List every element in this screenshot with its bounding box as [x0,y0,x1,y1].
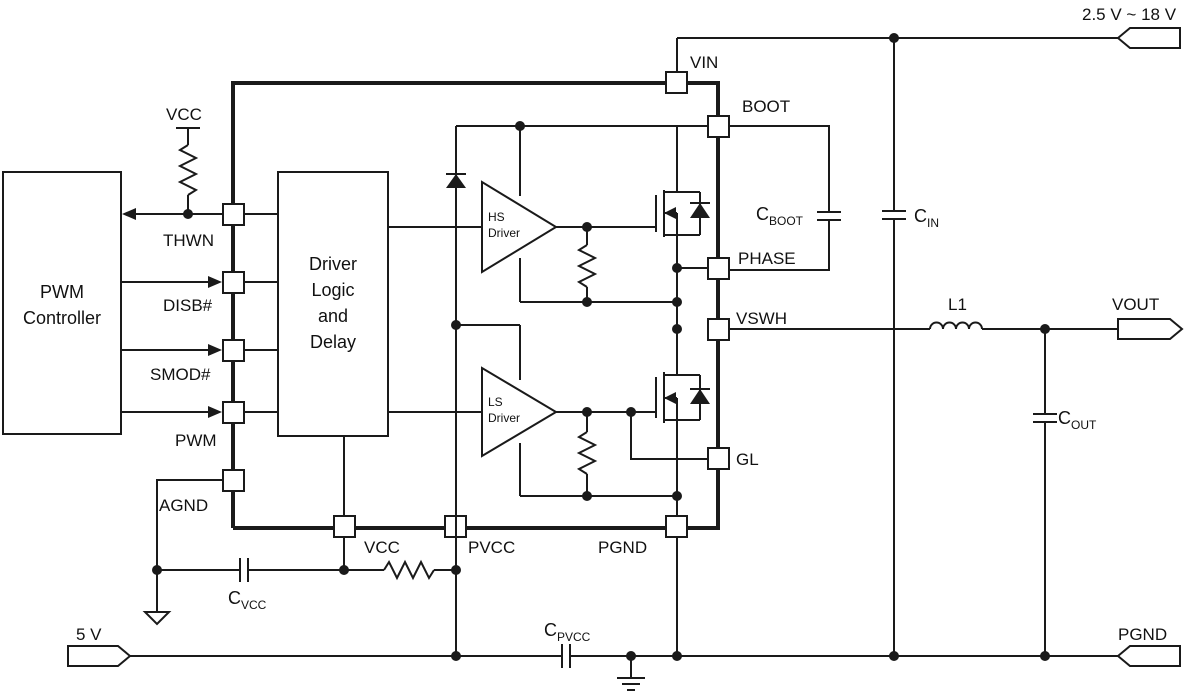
pin-gl [707,447,730,470]
pin-pvcc-label: PVCC [468,538,515,557]
ls-driver-triangle [481,366,558,458]
pwm-controller-label-1: PWM [40,282,84,302]
pin-agnd [222,469,245,492]
pin-pgnd [665,515,688,538]
agnd-ground-symbol [142,611,172,626]
cin-capacitor: CIN [882,33,939,661]
pgnd-port [1116,645,1181,667]
l1-label: L1 [948,295,967,314]
output-network: L1 VOUT COUT [729,295,1184,661]
thwn-pullup-resistor: VCC [166,105,202,219]
vcc-pvcc-network: VCC PVCC [333,436,515,581]
pin-boot [707,115,730,138]
pwm-controller-block: PWM Controller [2,171,122,435]
ls-driver-label-2: Driver [488,411,520,425]
pin-disb-label: DISB# [163,296,213,315]
boot-diode-icon [446,174,466,188]
left-pins: THWN DISB# SMOD# PWM AGND [150,203,245,515]
pin-vswh [707,318,730,341]
pin-disb [222,271,245,294]
supply-range-label: 2.5 V ~ 18 V [1082,5,1177,24]
hs-mosfet [655,126,710,329]
vout-label: VOUT [1112,295,1159,314]
five-volt-label: 5 V [76,625,102,644]
pin-pwm [222,401,245,424]
pin-vswh-label: VSWH [736,309,787,328]
pin-pwm-label: PWM [175,431,217,450]
pin-smod [222,339,245,362]
pin-thwn-label: THWN [163,231,214,250]
right-pins: VIN BOOT PHASE VSWH GL PGND [598,53,796,557]
cin-label: CIN [914,206,939,230]
ls-body-diode-icon [690,389,710,404]
cout-label: COUT [1058,408,1097,432]
cboot-capacitor: CBOOT [729,125,841,271]
pvcc-rail-and-boot-diode [446,121,708,661]
pin-gl-label: GL [736,450,759,469]
hs-driver-label-1: HS [488,210,505,224]
vin-supply-rail: 2.5 V ~ 18 V [676,5,1181,75]
ls-mosfet [655,324,710,661]
pin-agnd-label: AGND [159,496,208,515]
pgnd-port-label: PGND [1118,625,1167,644]
pin-vin [665,71,688,94]
pin-vin-label: VIN [690,53,718,72]
cvcc-label: CVCC [228,588,267,612]
five-volt-port [67,645,132,667]
inductor-l1-icon [929,321,983,330]
supply-input-port [1116,27,1181,49]
driver-logic-label-1: Driver [309,254,357,274]
pullup-vcc-label: VCC [166,105,202,124]
hs-driver-label-2: Driver [488,226,520,240]
hs-body-diode-icon [690,203,710,218]
vout-port [1117,318,1184,340]
driver-logic-label-4: Delay [310,332,356,352]
ls-driver: LS Driver [388,325,708,501]
driver-logic-label-3: and [318,306,348,326]
hs-driver: HS Driver [388,126,677,307]
driver-logic-block: Driver Logic and Delay [277,171,389,437]
pin-smod-label: SMOD# [150,365,211,384]
hs-driver-triangle [481,180,558,274]
cboot-label: CBOOT [756,204,804,228]
pin-phase [707,257,730,280]
pin-phase-label: PHASE [738,249,796,268]
ls-driver-label-1: LS [488,395,503,409]
pin-thwn [222,203,245,226]
bottom-rail: 5 V CPVCC PGND [67,620,1181,691]
driver-logic-label-2: Logic [311,280,354,300]
pwm-controller-label-2: Controller [23,308,101,328]
pin-vcc-label: VCC [364,538,400,557]
pin-vcc [333,515,356,538]
cpvcc-label: CPVCC [544,620,591,644]
control-signal-lines [121,208,278,418]
agnd-network: CVCC [142,479,344,626]
pin-boot-label: BOOT [742,97,790,116]
pin-pgnd-label: PGND [598,538,647,557]
